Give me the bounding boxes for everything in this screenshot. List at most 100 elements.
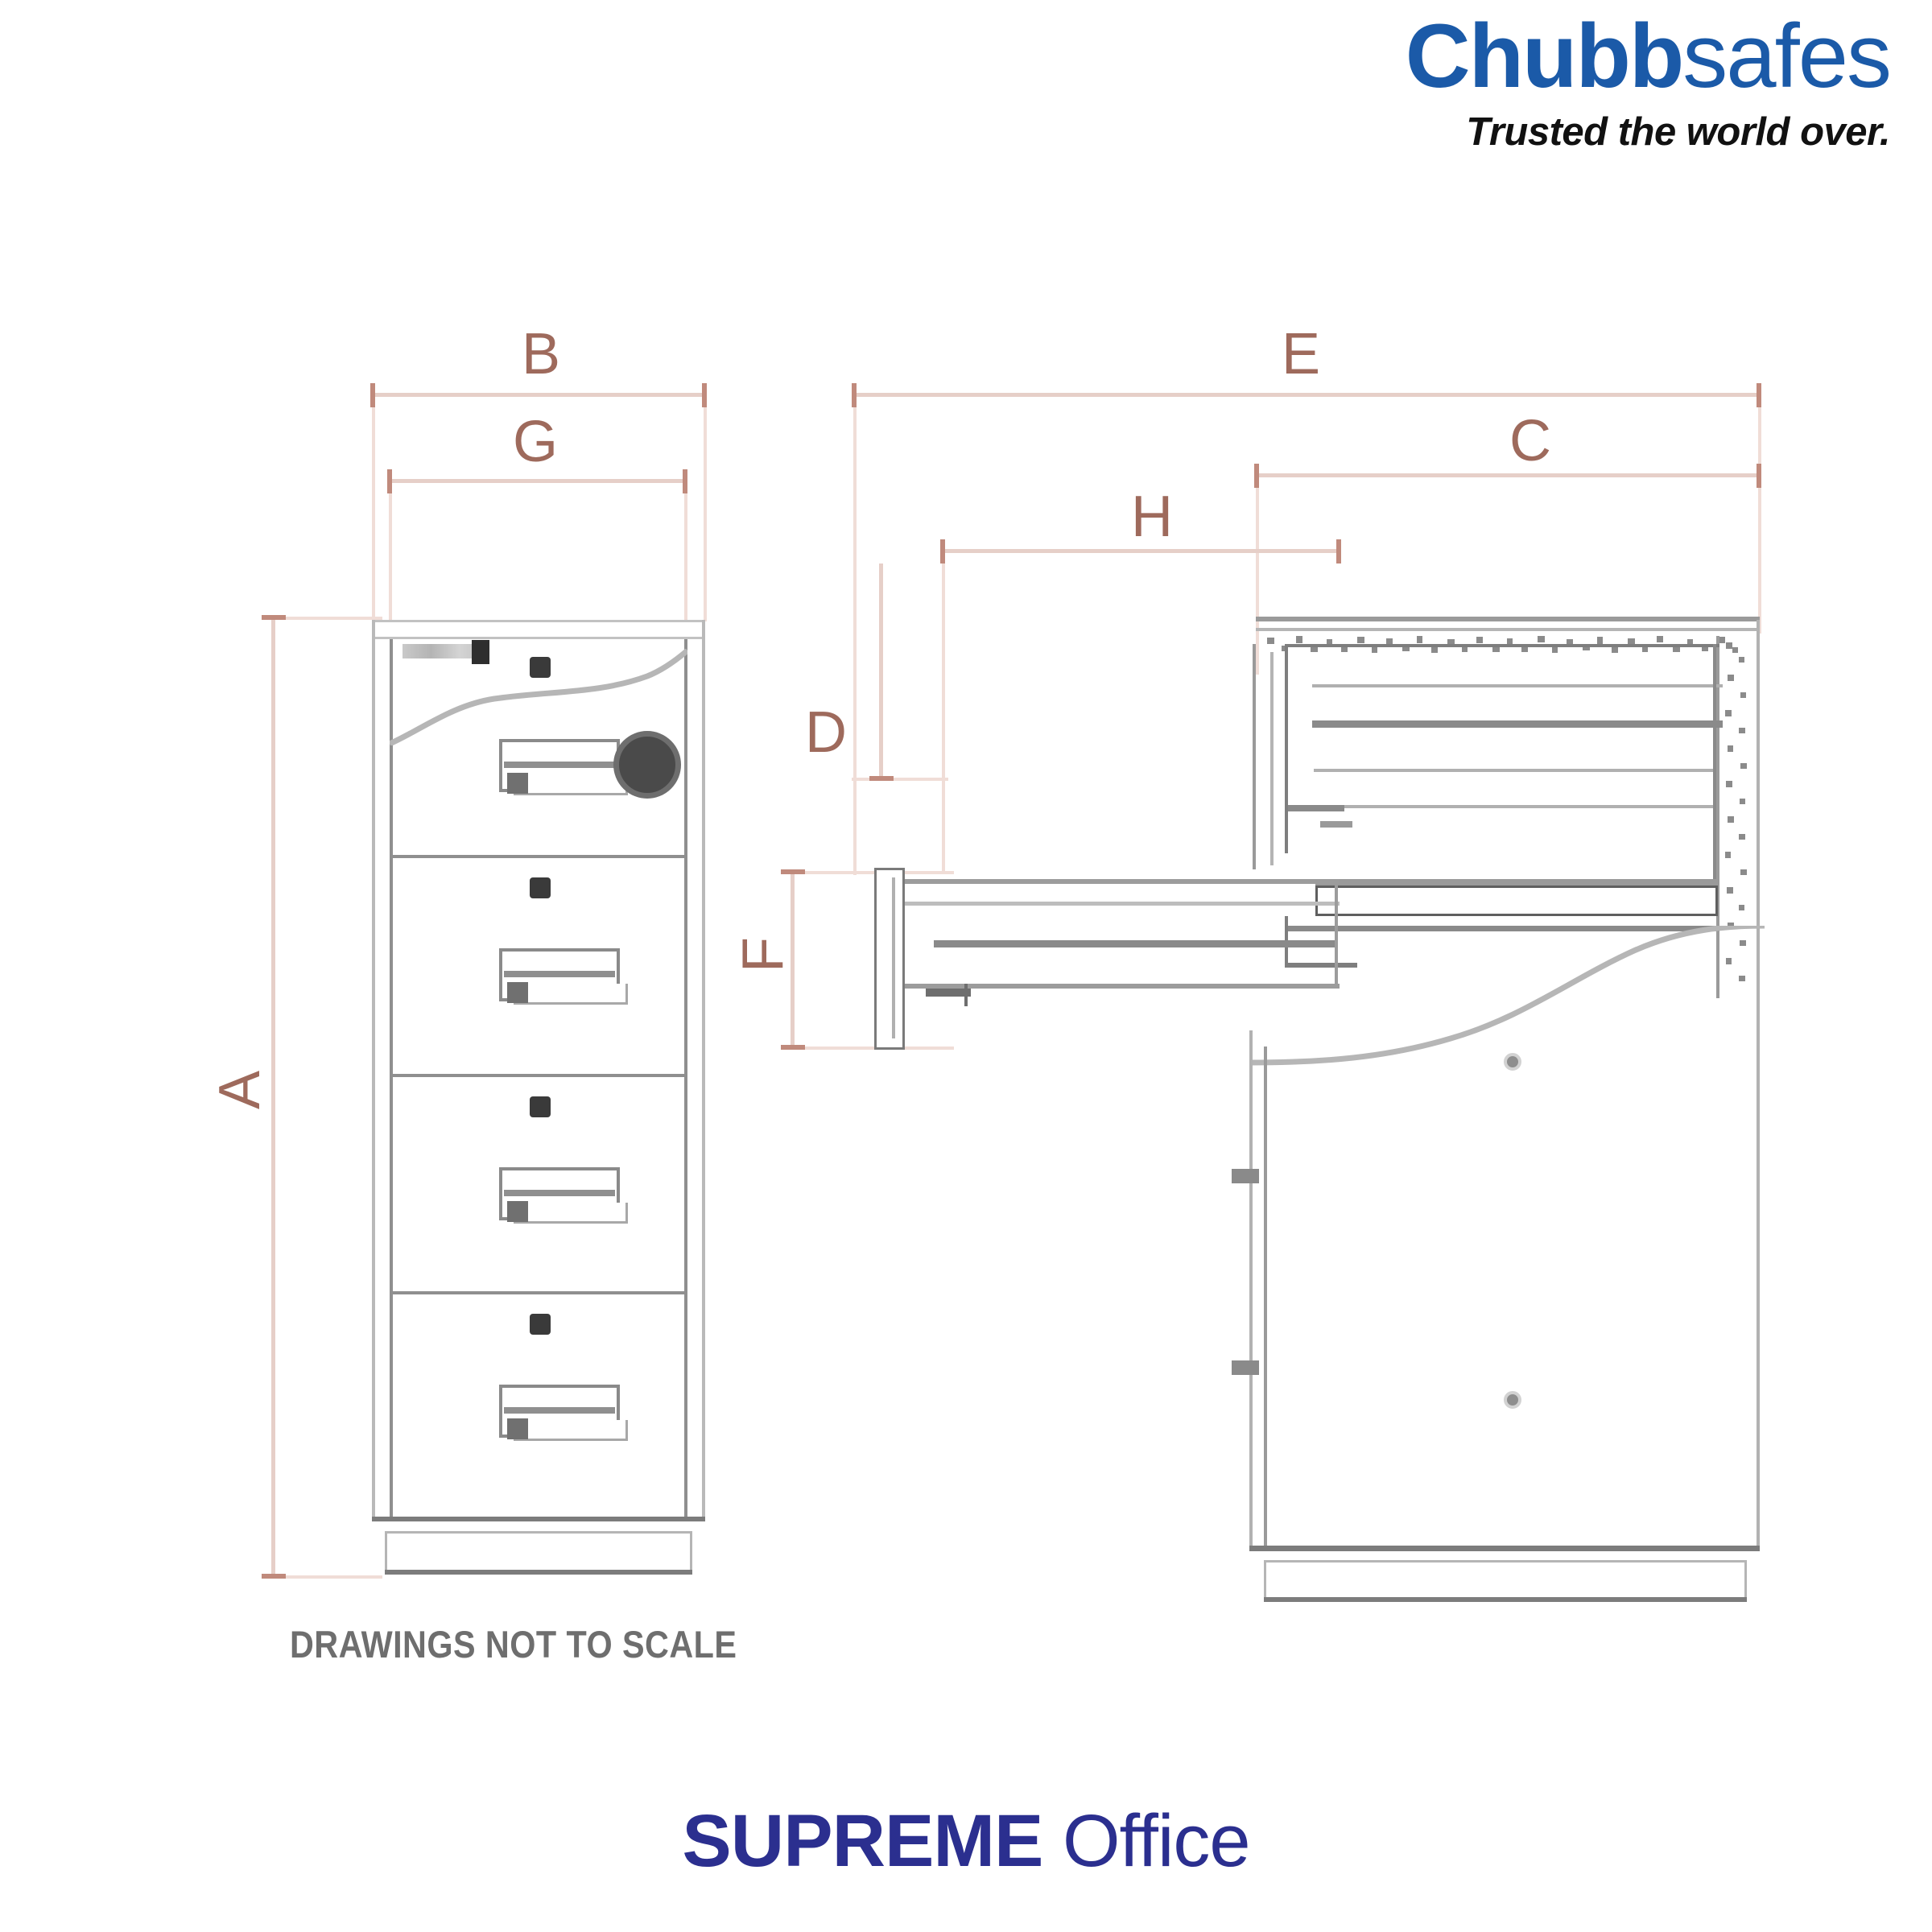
brand-tagline: Trusted the world over. [1466,110,1890,154]
lock-dot-4[interactable] [530,1314,551,1335]
drawer-divider-2 [390,1074,687,1077]
dim-ext-f-bottom [785,1046,954,1050]
side-right-outer [1757,620,1760,1550]
drawer-body-top2 [905,902,1340,906]
logo-chubb-text: Chubb [1405,6,1685,106]
dim-ext-e-bottom [852,778,948,781]
swoosh-curve-front [390,649,687,745]
open-drawer-bottom-lip-h [1285,963,1357,968]
drawer-body-mid [934,940,1336,947]
drawer-handle-1[interactable] [499,739,628,795]
dim-tick-a-top [262,615,286,620]
brand-header: Chubbsafes Trusted the world over. [1406,11,1892,155]
dim-tick-a-bottom [262,1574,286,1579]
brand-strip-square-icon [472,640,489,664]
dim-tick-h-right [1336,539,1341,564]
drawer-handle-2[interactable] [499,948,628,1005]
drawer-body-top [905,879,1340,884]
drawer-front-face [874,868,905,1050]
dim-ext-c-left [1256,473,1259,675]
cabinet-base-line [372,1517,705,1521]
dim-ext-g-right [684,478,687,623]
lock-dot-1[interactable] [530,657,551,678]
side-base-line [1249,1546,1760,1551]
dim-tick-c-left [1254,464,1259,488]
dim-ext-b-right [704,392,707,621]
dim-line-g [389,479,686,483]
dim-tick-h-left [940,539,945,564]
combination-dial[interactable] [613,731,681,799]
product-name-footer: SUPREME Office [0,1799,1932,1884]
drawer-latch-hardware-v [964,984,968,1006]
open-drawer-shelf-3 [1314,769,1716,772]
cabinet-left-outer [372,620,375,1521]
drawer-handle-3[interactable] [499,1167,628,1224]
dim-tick-b-right [702,383,707,407]
body-rivet-lower [1504,1391,1521,1409]
dim-label-a: A [208,1070,272,1110]
dim-line-c [1256,473,1760,477]
drawer-latch-arm-2 [1320,821,1352,828]
dim-tick-g-left [387,469,392,493]
cabinet-left-inner [390,639,393,1517]
insulation-hatching-top [1267,636,1738,653]
dim-line-h [942,549,1340,553]
dim-tick-d-left [852,383,857,407]
drawer-body-back [1335,879,1338,989]
chubbsafes-logo: Chubbsafes [1406,11,1892,101]
open-drawer-heavy-bar [1315,886,1718,916]
drawer-front-face-inner [892,877,895,1038]
cabinet-top-cap [372,620,705,639]
dim-tick-b-left [370,383,375,407]
dim-label-f: F [731,937,795,972]
body-rivet-upper [1504,1053,1521,1071]
drawer-handle-4[interactable] [499,1385,628,1441]
product-name-office: Office [1062,1800,1251,1882]
dim-label-c: C [1509,409,1551,473]
cabinet-plinth-bottom [385,1570,692,1575]
drawer-divider-3 [390,1291,687,1294]
brand-strip-icon [402,644,488,658]
dim-tick-d-right [1757,383,1761,407]
scale-note: DRAWINGS NOT TO SCALE [290,1623,737,1666]
side-plinth [1264,1560,1747,1600]
open-drawer-back-wall [1713,644,1716,886]
dim-tick-f-bottom [781,1045,805,1050]
dim-ext-f-top [785,871,954,874]
open-drawer-heavy-bar-bottom [1285,926,1719,931]
product-name-supreme: SUPREME [682,1800,1043,1882]
side-top-edge [1256,617,1760,621]
dim-ext-g-left [389,478,392,623]
dim-line-a [271,617,275,1577]
dim-label-b: B [522,322,561,386]
dim-tick-c-right [1757,464,1761,488]
open-drawer-shelf-1 [1312,684,1723,687]
drawer-latch-hardware [926,989,971,997]
side-plinth-bottom [1264,1597,1747,1602]
drawer-body-bottom [905,984,1340,989]
cabinet-plinth [385,1531,692,1573]
open-drawer-top-inner [1285,644,1719,647]
dim-ext-a-top [266,617,382,620]
logo-safes-text: safes [1682,6,1892,106]
dim-ext-h-left [942,549,945,871]
dim-ext-a-bottom [266,1575,382,1579]
cabinet-right-inner [684,639,687,1517]
drawer-runner-left-2 [1270,652,1274,865]
side-top-edge-2 [1256,628,1760,631]
lock-dot-2[interactable] [530,877,551,898]
hinge-upper [1232,1169,1259,1183]
dim-label-h: H [1131,485,1173,549]
drawer-runner-left [1253,644,1256,869]
dim-line-d [853,393,1760,397]
dim-line-e [879,564,883,781]
swoosh-curve-side [1249,926,1765,1066]
dim-label-g: G [513,410,559,474]
lock-dot-3[interactable] [530,1096,551,1117]
open-drawer-shelf-2 [1312,720,1723,728]
open-drawer-left-wall [1285,644,1288,853]
side-body-left-inner [1264,1046,1267,1547]
cabinet-right-outer [702,620,705,1521]
dim-line-b [372,393,705,397]
side-body-left-outer [1249,1030,1253,1550]
